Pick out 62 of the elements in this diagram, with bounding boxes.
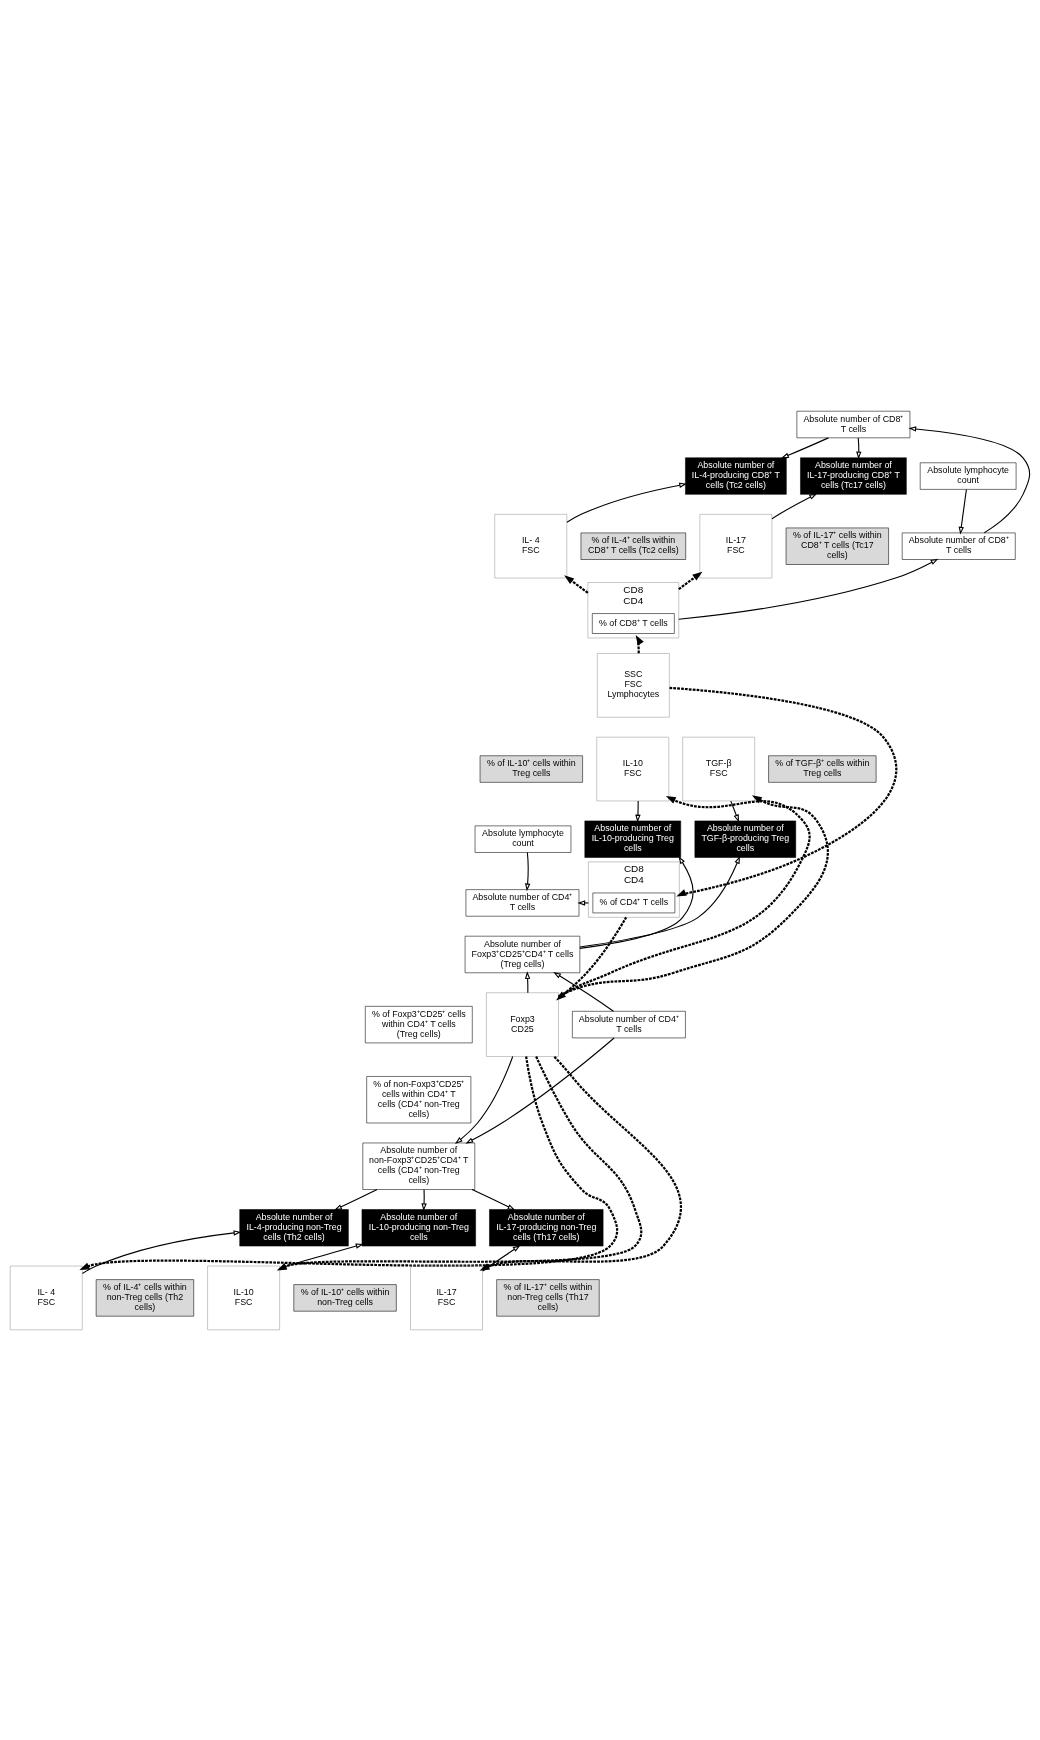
arrow <box>334 1188 378 1210</box>
node-box: Foxp3 CD25 <box>486 991 559 1057</box>
node-box: Absolute number of IL-17-producing non-Treg cells (Th17 cells) <box>489 1208 604 1246</box>
node-box: Absolute number of Foxp3⁺CD25⁺CD4⁺ T cells (Treg cells) <box>464 935 581 973</box>
arrow <box>635 800 641 822</box>
node-box: Absolute lymphocyte count <box>919 462 1017 490</box>
arrow <box>479 1055 682 1271</box>
arrow <box>564 574 589 594</box>
arrow <box>471 1188 516 1210</box>
node-box: IL- 4 FSC <box>9 1265 83 1330</box>
node-box: IL-10 FSC <box>207 1265 280 1330</box>
node-box: Absolute number of IL-4-producing CD8⁺ T cells (Tc2 cells) <box>685 457 787 495</box>
node-box: Absolute lymphocyte count <box>474 825 572 853</box>
arrow <box>482 1244 521 1271</box>
node-box: % of TGF-β⁺ cells within Treg cells <box>768 754 877 783</box>
node-box: Absolute number of IL-10-producing non-Treg cells <box>361 1208 476 1246</box>
node-box: % of Foxp3⁺CD25⁺ cells within CD4⁺ T cells (Treg cells) <box>365 1005 473 1043</box>
arrow <box>958 488 967 535</box>
arrow <box>421 1188 427 1211</box>
arrow <box>454 1055 514 1144</box>
node-box: IL-10 FSC <box>596 736 670 801</box>
node-box: % of CD8⁺ T cells <box>592 612 675 634</box>
node-box: % of IL-4⁺ cells within non-Treg cells (Th2 cells) <box>95 1278 194 1316</box>
arrow <box>771 493 818 519</box>
node-box: Absolute number of IL-17-producing CD8⁺ T cells (Tc17 cells) <box>800 457 907 495</box>
arrow <box>730 800 740 822</box>
arrow <box>635 634 644 653</box>
node-box: % of non-Foxp3⁺CD25⁺ cells within CD4⁺ T cells (CD4⁺ non-Treg cells) <box>366 1075 472 1123</box>
arrow <box>79 1055 619 1270</box>
arrow <box>279 1242 364 1270</box>
arrow <box>577 899 589 906</box>
node-box: Absolute number of TGF-β-producing Treg cells <box>694 820 797 858</box>
node-box: Absolute number of IL-10-producing Treg cells <box>584 820 681 858</box>
arrow <box>465 1036 615 1144</box>
node-box: TGF-β FSC <box>682 736 755 801</box>
node-box: Absolute number of IL-4-producing non-Treg cells (Th2 cells) <box>239 1208 349 1246</box>
node-box: % of IL-17⁺ cells within CD8⁺ T cells (Tc17 cells) <box>785 527 889 565</box>
node-box: IL-17 FSC <box>410 1265 483 1330</box>
node-box: % of IL-10⁺ cells within Treg cells <box>479 754 583 783</box>
node-box: % of IL-10⁺ cells within non-Treg cells <box>293 1283 397 1311</box>
node-box: Absolute number of CD8⁺ T cells <box>901 532 1016 560</box>
node-box: % of CD4⁺ T cells <box>592 892 676 913</box>
arrow <box>276 1055 643 1270</box>
arrow <box>579 855 740 948</box>
node-box: % of IL-17⁺ cells within non-Treg cells (Th17 cells) <box>496 1278 600 1316</box>
arrow <box>524 851 531 891</box>
node-box: Absolute number of CD8⁺ T cells <box>796 410 911 438</box>
node-box: Absolute number of CD4⁺ T cells <box>572 1010 686 1038</box>
node-box: Absolute number of CD4⁺ T cells <box>465 888 580 916</box>
arrow <box>678 571 703 590</box>
arrow <box>579 855 694 949</box>
node-box: % of IL-4⁺ cells within CD8⁺ T cells (Tc2 cells) <box>580 532 686 560</box>
node-box: IL- 4 FSC <box>494 513 568 578</box>
node-box: SSC FSC Lymphocytes <box>597 652 670 717</box>
arrow <box>678 558 939 620</box>
node-box: IL-17 FSC <box>699 513 773 578</box>
arrow <box>669 686 897 896</box>
arrow <box>81 1229 242 1274</box>
arrow <box>566 482 687 523</box>
arrow <box>781 436 829 458</box>
node-box: Absolute number of non-Foxp3⁺CD25⁺CD4⁺ T cells (CD4⁺ non-Treg cells) <box>362 1142 476 1190</box>
arrow <box>908 425 1031 533</box>
